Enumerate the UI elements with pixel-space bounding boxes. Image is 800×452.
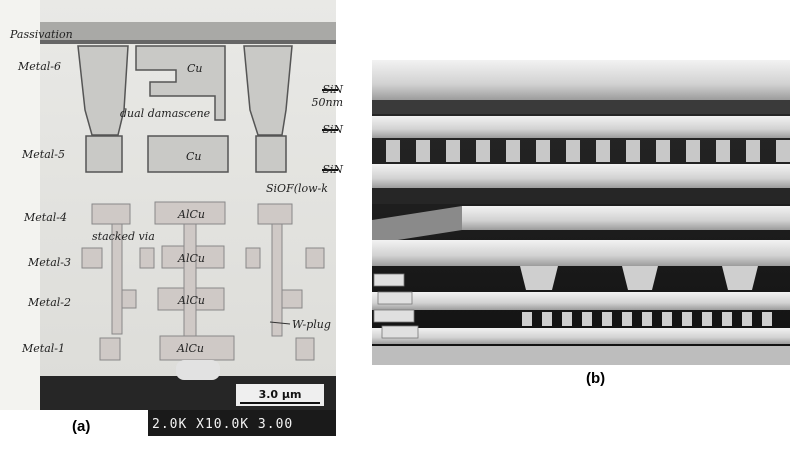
caption-b: (b) <box>586 370 606 387</box>
label-cu-m5: Cu <box>186 150 202 163</box>
top-metal-layer <box>372 60 790 100</box>
layer-5 <box>372 240 790 266</box>
label-metal-5: Metal-5 <box>21 148 65 161</box>
label-stacked-via: stacked via <box>92 230 155 243</box>
label-alcu-m2: AlCu <box>177 294 205 307</box>
label-siof: SiOF(low-k <box>266 182 328 195</box>
label-w-plug: W-plug <box>292 318 331 331</box>
label-dual-damascene: dual damascene <box>120 107 211 120</box>
label-sin-thickness: 50nm <box>311 96 343 109</box>
substrate-b <box>372 346 790 365</box>
label-metal-4: Metal-4 <box>23 211 67 224</box>
label-alcu-m1: AlCu <box>176 342 204 355</box>
label-metal-6: Metal-6 <box>17 60 61 73</box>
panel-a-svg: Passivation Metal-6 Metal-5 Metal-4 Meta… <box>0 0 343 436</box>
passivation-layer <box>5 22 336 42</box>
layer-4 <box>462 206 790 230</box>
sem-footer <box>148 410 336 436</box>
panel-b-svg <box>372 60 790 365</box>
panel-b-micrograph <box>372 60 790 365</box>
panel-a-micrograph: Passivation Metal-6 Metal-5 Metal-4 Meta… <box>0 0 345 448</box>
layer-7 <box>372 328 790 344</box>
label-metal-3: Metal-3 <box>27 256 71 269</box>
sem-footer-text: 2.0K X10.0K 3.00 <box>152 417 293 432</box>
label-cu-m6: Cu <box>187 62 203 75</box>
caption-a: (a) <box>72 418 91 435</box>
label-passivation: Passivation <box>9 28 73 41</box>
via-row-3 <box>522 312 772 326</box>
label-sin-top: SiN <box>322 83 343 96</box>
layer-6 <box>372 292 790 310</box>
scale-bar-label: 3.0 µm <box>259 388 302 401</box>
alcu-structures <box>81 201 325 361</box>
label-metal-1: Metal-1 <box>21 342 65 355</box>
layer-2 <box>372 116 790 138</box>
label-alcu-m4: AlCu <box>177 208 205 221</box>
label-sin-mid: SiN <box>322 123 343 136</box>
layer-3 <box>372 164 790 188</box>
via-row-2 <box>520 266 758 290</box>
label-sin-low: SiN <box>322 163 343 176</box>
label-metal-2: Metal-2 <box>27 296 71 309</box>
label-alcu-m3: AlCu <box>177 252 205 265</box>
fractured-edge <box>373 273 419 339</box>
via-row-1 <box>386 140 790 162</box>
scale-bar-box <box>236 384 324 406</box>
copper-structures <box>77 45 293 173</box>
